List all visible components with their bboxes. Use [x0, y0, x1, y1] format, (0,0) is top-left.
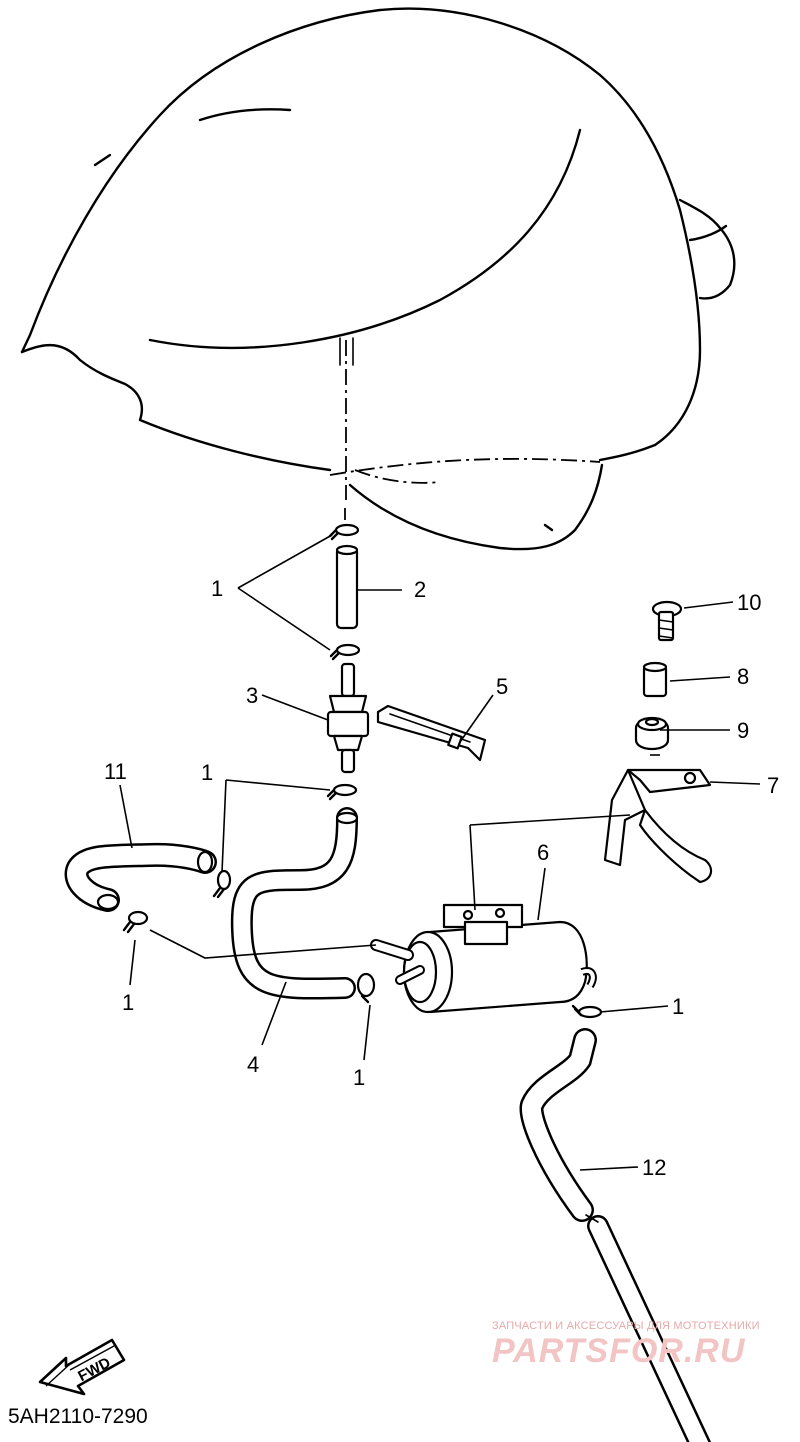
callout-9: 9	[737, 718, 749, 743]
hose-part-12	[519, 1028, 712, 1442]
clip-part-1-left-of-hose-11	[122, 910, 149, 934]
callout-4: 4	[247, 1052, 259, 1077]
callout-1-right: 1	[672, 994, 684, 1019]
fuel-tank	[20, 7, 736, 551]
callout-7: 7	[767, 773, 779, 798]
callout-1-bottom: 1	[353, 1065, 365, 1090]
callout-1-middle: 1	[201, 760, 213, 785]
watermark-tagline: ЗАПЧАСТИ И АКСЕССУАРЫ ДЛЯ МОТОТЕХНИКИ	[492, 1320, 760, 1332]
callout-numbers: 1 2 3 5 1 11 10 8 9 7 6 1 4 1 1 12	[104, 576, 779, 1180]
diagram-code: 5AH2110-7290	[8, 1405, 148, 1428]
grommet-part-9	[634, 716, 670, 751]
hose-part-2	[335, 544, 359, 630]
callout-8: 8	[737, 664, 749, 689]
callout-3: 3	[246, 683, 258, 708]
callout-5: 5	[496, 674, 508, 699]
hose-part-4	[230, 807, 359, 1000]
leader-lines	[119, 534, 761, 1171]
clip-part-1-below-filter	[326, 783, 358, 801]
callout-1-upper: 1	[211, 576, 223, 601]
clip-part-1-below-hose-4	[356, 972, 376, 1004]
callout-12: 12	[642, 1155, 666, 1180]
callout-6: 6	[537, 840, 549, 865]
strap-part-5	[376, 704, 487, 762]
clip-part-1-canister-outlet	[571, 1004, 603, 1019]
callout-10: 10	[737, 590, 761, 615]
clip-part-1-right-of-hose-11	[212, 869, 232, 899]
clip-part-1-below-hose	[329, 643, 361, 661]
callout-11: 11	[104, 759, 127, 784]
tank-outlet-centerline	[339, 337, 354, 520]
clip-part-1-top	[328, 523, 360, 541]
callout-1-left: 1	[122, 990, 134, 1015]
fwd-arrow-icon: FWD	[38, 1338, 126, 1396]
watermark-brand: PARTSFOR.RU	[492, 1332, 746, 1370]
canister-part-6	[370, 903, 597, 1014]
callout-2: 2	[414, 577, 426, 602]
hose-part-11	[64, 842, 217, 912]
bracket-part-7	[603, 768, 713, 884]
fuel-filter-part-3	[326, 662, 370, 774]
bolt-part-10	[651, 600, 683, 642]
collar-part-8	[642, 661, 668, 698]
